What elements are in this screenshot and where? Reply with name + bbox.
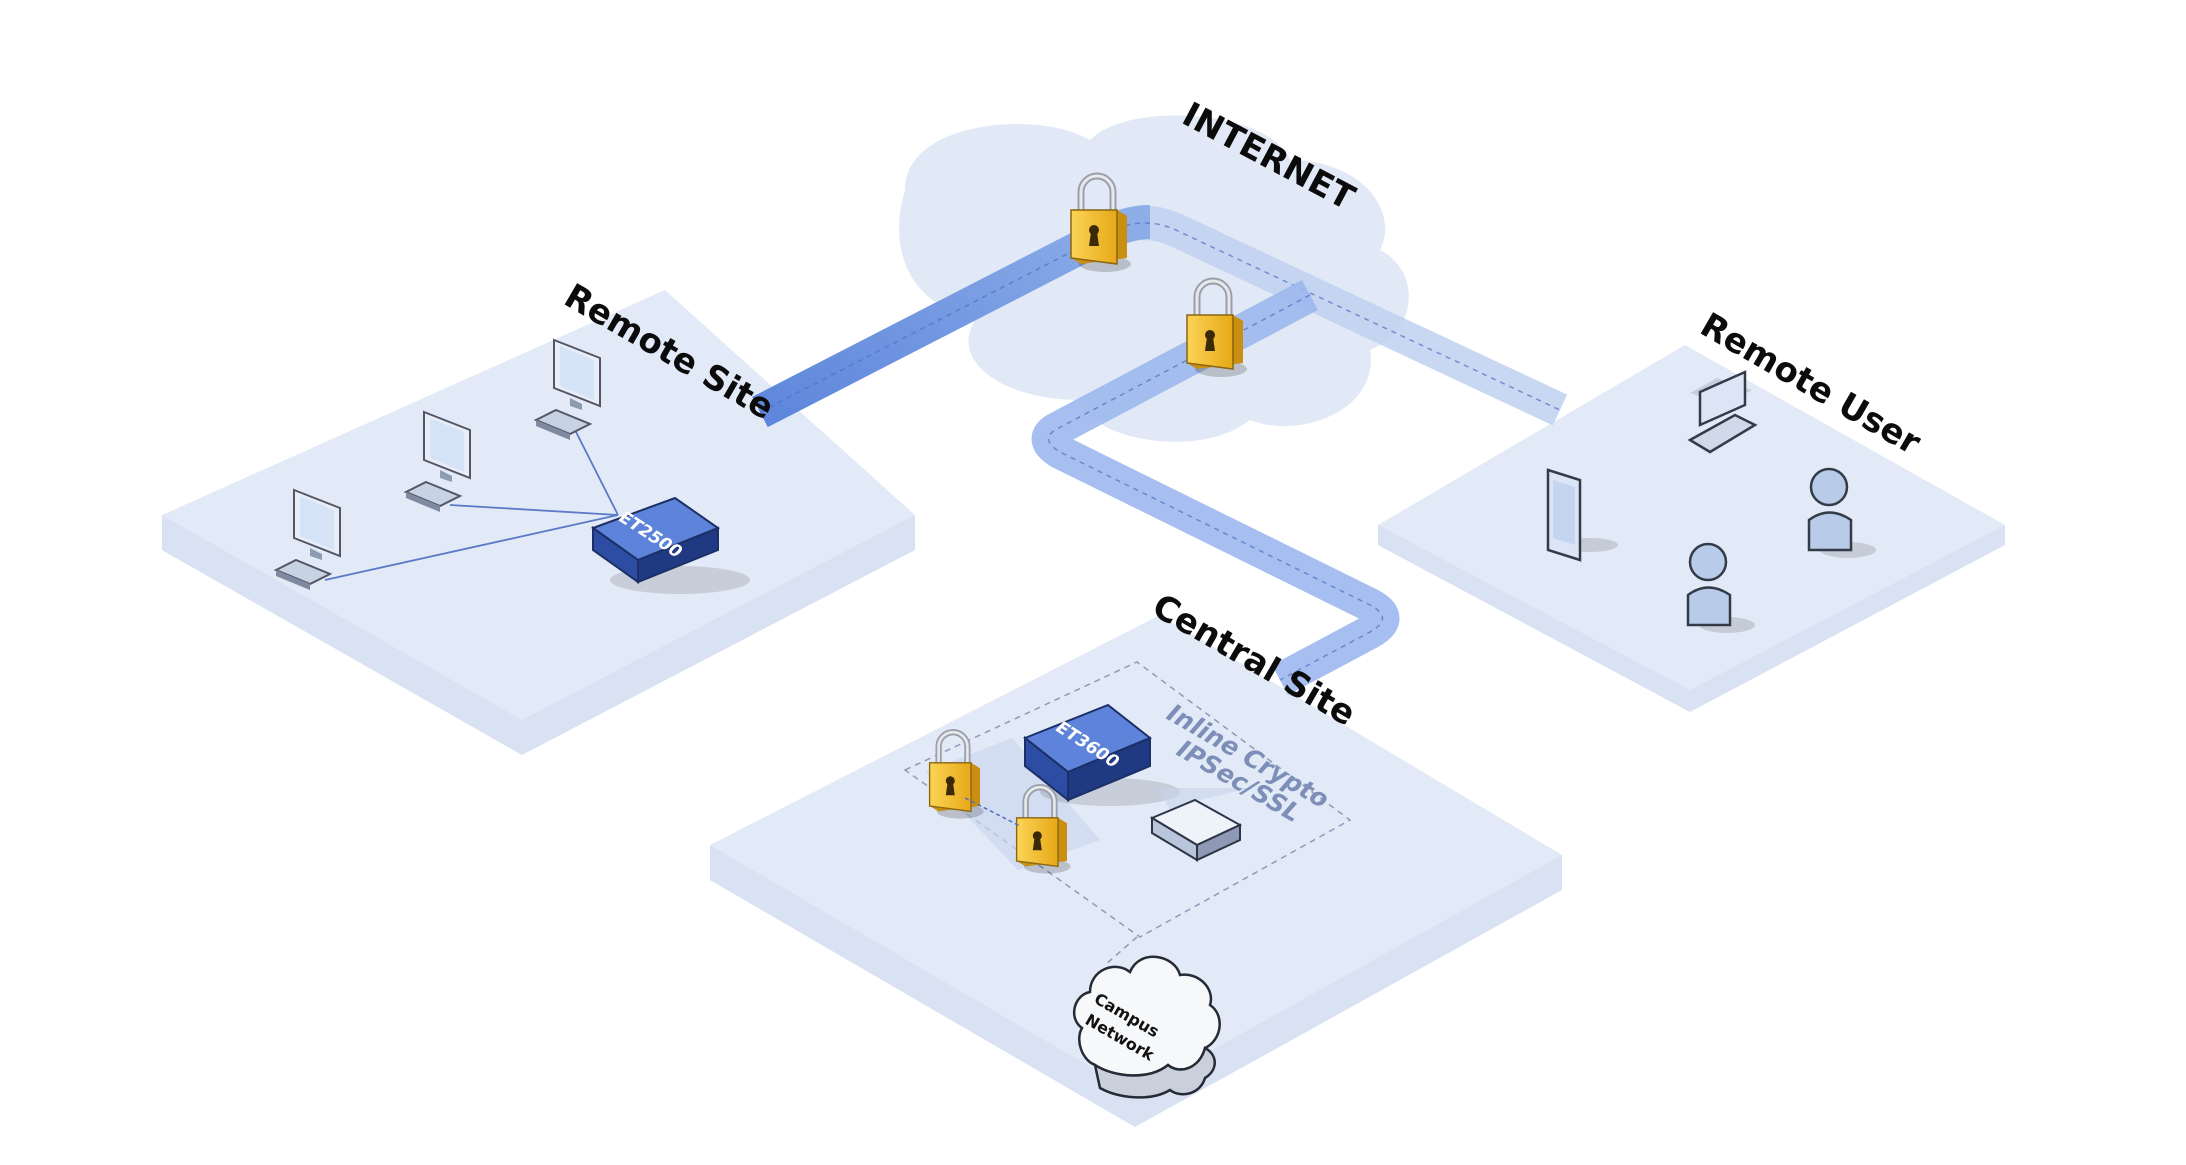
remote-site-connections xyxy=(324,419,619,581)
lock-link-arrow xyxy=(964,797,1021,827)
remote-site-platform xyxy=(162,290,915,755)
campus-network-cloud: Campus Network xyxy=(1072,955,1221,1099)
remote-user-platform xyxy=(1378,345,2005,712)
crypto-appliance-icon xyxy=(1149,788,1250,862)
user-2-icon xyxy=(1807,467,1876,558)
remote-user-devices xyxy=(1546,370,1876,633)
laptop-icon xyxy=(1687,370,1758,454)
et2500-switch: ET2500 xyxy=(590,496,750,968)
internet-cloud xyxy=(899,115,1409,442)
et3600-switch: ET3600 xyxy=(1023,703,1180,806)
central-crypto-region xyxy=(903,661,1352,938)
smartphone-icon xyxy=(1546,468,1618,562)
user-icon xyxy=(1686,542,1755,633)
